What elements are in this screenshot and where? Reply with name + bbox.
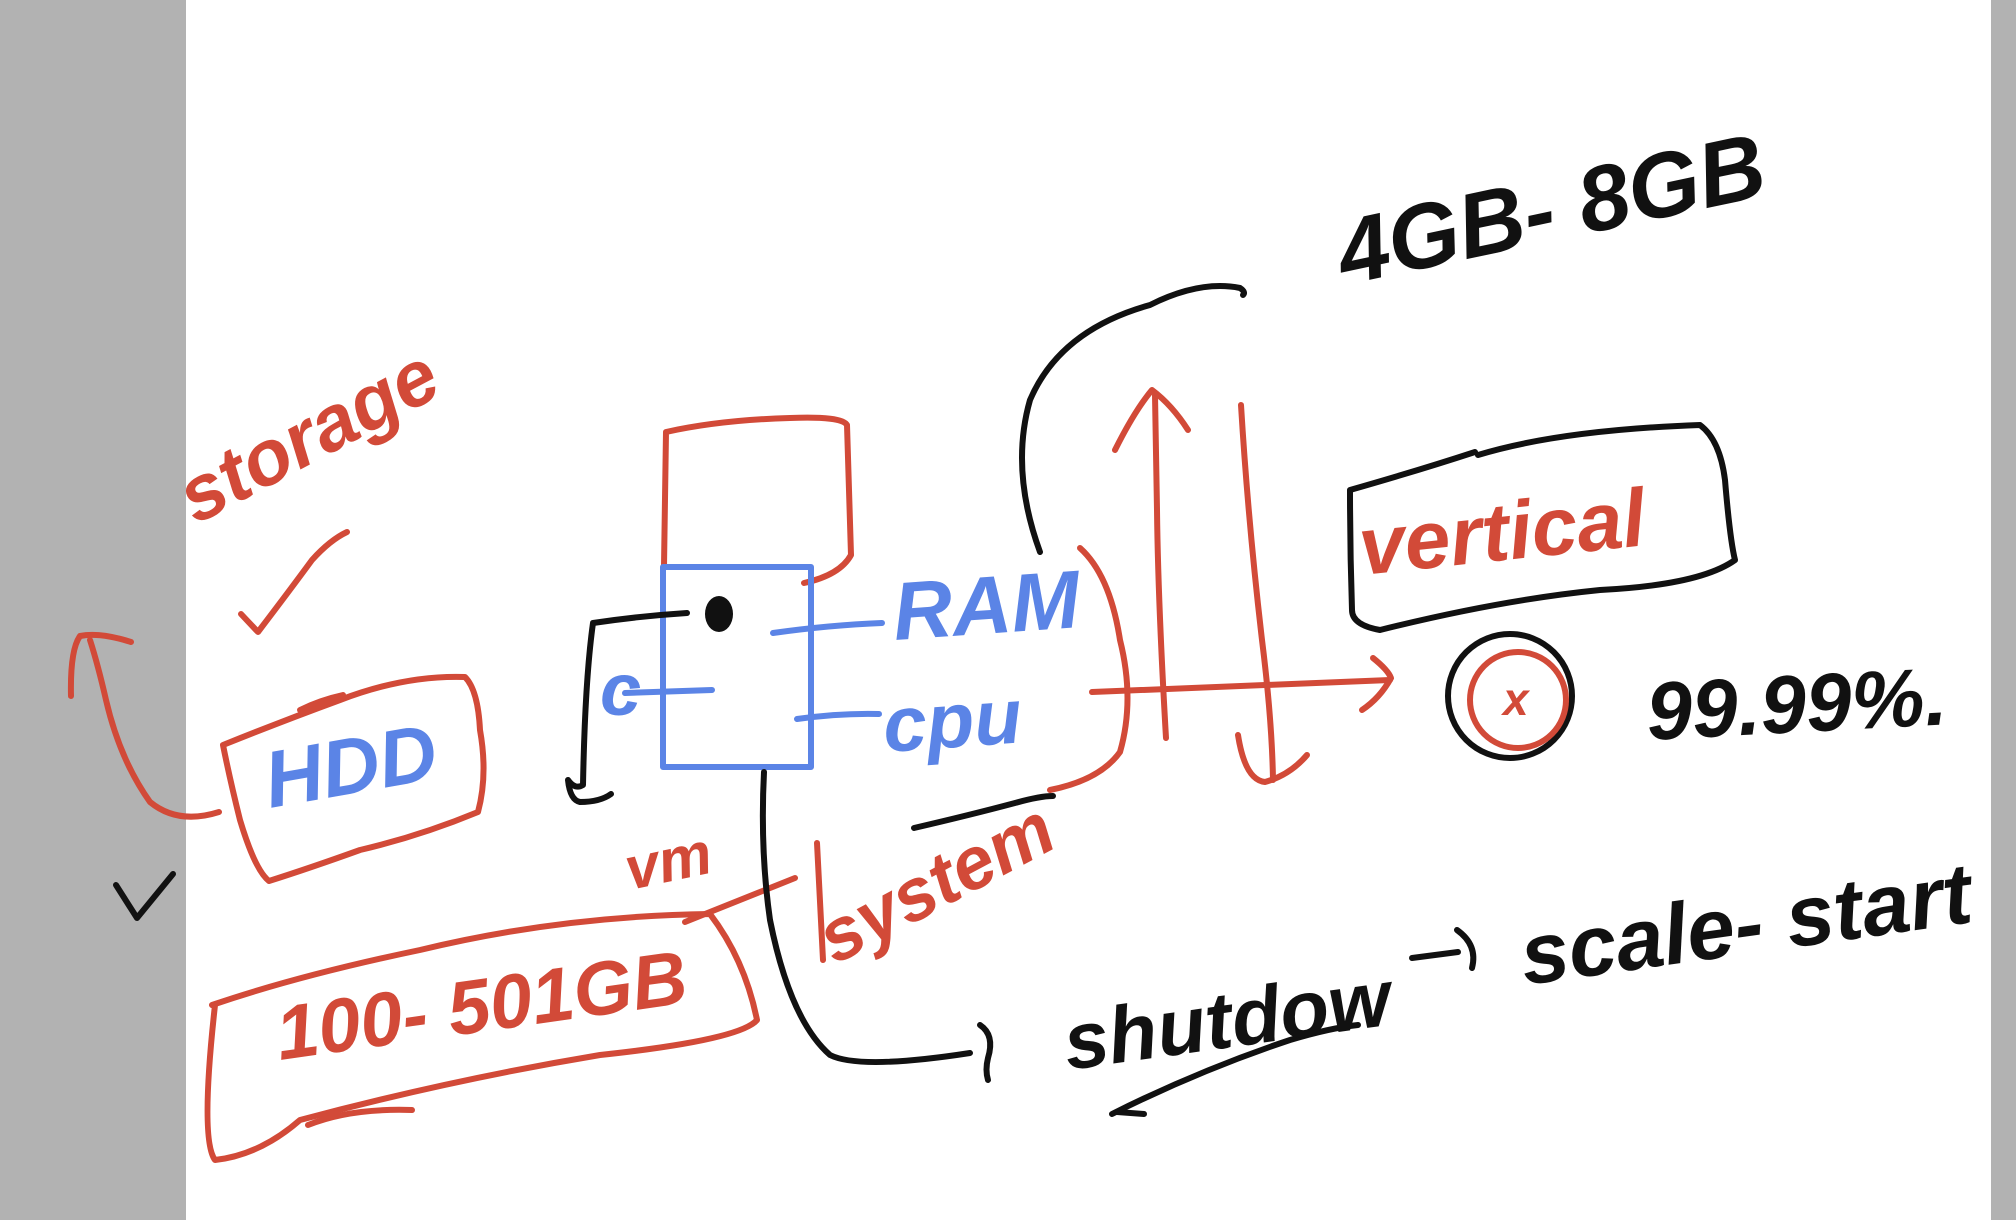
vm-machine-box bbox=[660, 564, 814, 770]
scale-arrow bbox=[1409, 949, 1461, 961]
vm-label: vm bbox=[619, 819, 718, 903]
vertical-up-arrowhead bbox=[1112, 387, 1191, 453]
storage-range-box bbox=[204, 911, 760, 1163]
connector-arrowhead bbox=[1359, 655, 1394, 713]
storage-range-underline bbox=[305, 1106, 415, 1128]
vertical-box bbox=[1347, 422, 1738, 633]
percent-label: 99.99%. bbox=[1644, 651, 1949, 758]
storage-checkmark bbox=[238, 529, 350, 635]
hdd-curved-arrow bbox=[87, 637, 222, 820]
cpu-connector bbox=[794, 710, 882, 722]
ram-connector bbox=[770, 620, 885, 636]
scale-start-label: scale- start bbox=[1514, 845, 1980, 1004]
shutdown-underline-tick bbox=[1114, 1109, 1147, 1117]
drawing-canvas[interactable] bbox=[186, 0, 1991, 1220]
system-bar bbox=[814, 840, 826, 963]
vertical-label: vertical bbox=[1354, 472, 1651, 593]
vertical-up-arrow bbox=[1152, 392, 1169, 741]
black-ink bbox=[113, 283, 1738, 1117]
x-circle-outer bbox=[1445, 631, 1575, 761]
hdd-box-mark bbox=[297, 692, 346, 713]
hdd-arrowhead bbox=[67, 631, 134, 699]
system-label: system bbox=[804, 786, 1068, 979]
vertical-down-arrow bbox=[1238, 402, 1276, 783]
shutdown-label: shutdow bbox=[1058, 952, 1401, 1087]
storage-label: storage bbox=[163, 330, 453, 540]
vm-down-line bbox=[759, 769, 973, 1065]
range-ram-label: 4GB- 8GB bbox=[1326, 114, 1774, 305]
small-checkmark bbox=[113, 871, 176, 921]
cpu-underline-stroke bbox=[911, 793, 1056, 831]
left-gray-panel bbox=[0, 0, 186, 1220]
hdd-box bbox=[220, 673, 487, 884]
vm-to-system-stroke bbox=[682, 875, 798, 925]
vertical-down-arrowhead bbox=[1235, 732, 1310, 785]
x-mark-label: x bbox=[1500, 673, 1531, 725]
red-ink bbox=[67, 387, 1394, 1163]
ram-label: RAM bbox=[890, 554, 1084, 658]
range-storage-label: 100- 501GB bbox=[271, 935, 693, 1077]
x-circle-inner bbox=[1467, 649, 1569, 751]
vm-dot bbox=[705, 596, 733, 632]
hdd-label: HDD bbox=[257, 707, 443, 825]
blue-ink bbox=[622, 564, 885, 770]
shutdown-underline bbox=[1109, 1022, 1361, 1117]
vm-top-rect bbox=[661, 414, 854, 586]
ram-to-range-curve bbox=[1019, 283, 1247, 555]
scale-arrowhead bbox=[1454, 927, 1477, 971]
c-bracket-hook bbox=[565, 610, 690, 805]
cpu-connector-line bbox=[1089, 677, 1393, 695]
shutdown-arrow-tip bbox=[977, 1022, 994, 1083]
cpu-label: cpu bbox=[880, 671, 1024, 768]
c-label: c bbox=[600, 648, 641, 731]
c-connector bbox=[622, 687, 715, 696]
right-gray-panel bbox=[1991, 0, 2016, 1220]
